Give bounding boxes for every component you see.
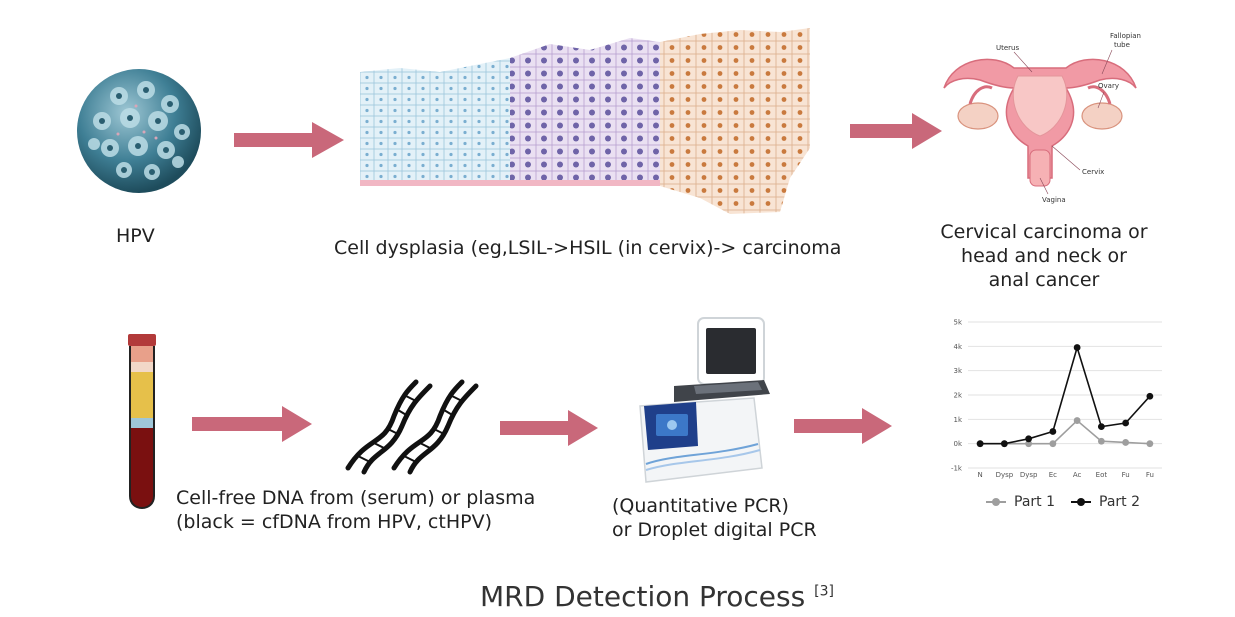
chart-point-series-1 <box>1146 440 1154 448</box>
chart-x-tick-label: Fu <box>1146 471 1154 479</box>
chart-point-series-2 <box>1025 435 1033 443</box>
cell-dysplasia-image <box>360 28 810 214</box>
legend-label-part-2: Part 2 <box>1099 494 1140 510</box>
chart-point-series-2 <box>976 440 984 448</box>
hpv-virus-image <box>77 69 201 193</box>
chart-y-tick-label: 1k <box>953 416 962 424</box>
chart-point-series-2 <box>1073 344 1081 351</box>
pcr-machine-image <box>639 317 770 483</box>
cancer-label-line-2: head and neck or <box>961 245 1127 267</box>
chart-point-series-2 <box>1000 440 1008 448</box>
dna-helix-icon <box>345 379 479 475</box>
organ-label-ovary: Ovary <box>1098 82 1119 90</box>
organ-label-uterus: Uterus <box>996 44 1019 52</box>
pcr-label: (Quantitative PCR) or Droplet digital PC… <box>612 494 817 542</box>
blood-tube-image <box>128 334 156 510</box>
diagram-title: MRD Detection Process [3] <box>480 580 834 613</box>
chart-point-series-1 <box>1122 439 1130 446</box>
arrow-dysplasia-to-cancer <box>850 113 942 149</box>
chart-x-tick-label: Dysp <box>1020 471 1038 479</box>
legend-label-part-1: Part 1 <box>1014 494 1055 510</box>
uterus-image: Uterus Fallopian tube Ovary Cervix Vagin… <box>943 32 1141 204</box>
chart-point-series-1 <box>1049 440 1057 448</box>
chart-x-tick-label: Ac <box>1073 471 1082 479</box>
diagram-title-text: MRD Detection Process <box>480 580 806 613</box>
chart-y-tick-label: 2k <box>953 392 962 400</box>
chart-y-tick-label: 5k <box>953 319 962 327</box>
legend-marker-part-1 <box>986 498 1006 506</box>
cfdna-label: Cell-free DNA from (serum) or plasma (bl… <box>176 486 535 534</box>
chart-x-tick-label: Fu <box>1122 471 1130 479</box>
chart-x-tick-label: N <box>978 471 983 479</box>
arrow-dna-to-pcr <box>500 410 598 446</box>
arrow-blood-to-dna <box>192 406 312 442</box>
chart-point-series-1 <box>1073 417 1081 424</box>
organ-label-cervix: Cervix <box>1082 168 1104 176</box>
chart-legend: Part 1 Part 2 <box>986 494 1140 510</box>
arrow-hpv-to-dysplasia <box>234 122 344 158</box>
organ-label-fallopian-1: Fallopian <box>1110 32 1141 40</box>
organ-label-vagina: Vagina <box>1042 196 1066 204</box>
chart-point-series-2 <box>1146 392 1154 400</box>
chart-point-series-1 <box>1097 437 1105 445</box>
hpv-label: HPV <box>116 225 155 247</box>
cancer-label-line-3: anal cancer <box>988 269 1100 291</box>
chart-y-tick-label: 0k <box>953 440 962 448</box>
dysplasia-label: Cell dysplasia (eg,LSIL->HSIL (in cervix… <box>334 237 842 259</box>
chart-y-tick-label: -1k <box>951 465 963 473</box>
mrd-line-chart: 5k 4k 3k 2k 1k 0k -1kN Dysp Dysp Ec Ac Eot Fu Fu <box>951 319 1162 479</box>
cancer-label-line-1: Cervical carcinoma or <box>940 221 1148 243</box>
chart-point-series-2 <box>1097 423 1105 431</box>
chart-x-tick-label: Dysp <box>996 471 1014 479</box>
organ-label-fallopian-2: tube <box>1114 41 1130 49</box>
diagram-title-reference: [3] <box>814 583 834 600</box>
cfdna-label-line-2: (black = cfDNA from HPV, ctHPV) <box>176 511 492 533</box>
chart-y-tick-label: 3k <box>953 367 962 375</box>
pcr-label-line-2: or Droplet digital PCR <box>612 519 817 541</box>
chart-x-tick-label: Ec <box>1049 471 1057 479</box>
cfdna-label-line-1: Cell-free DNA from (serum) or plasma <box>176 487 536 509</box>
chart-point-series-1 <box>1025 440 1033 448</box>
chart-point-series-2 <box>1049 428 1057 435</box>
pcr-label-line-1: (Quantitative PCR) <box>612 495 789 517</box>
chart-x-tick-label: Eot <box>1096 471 1108 479</box>
arrow-pcr-to-chart <box>794 408 892 444</box>
legend-marker-part-2 <box>1071 498 1091 506</box>
chart-point-series-2 <box>1122 419 1130 427</box>
chart-series-line-2 <box>980 344 1151 445</box>
chart-y-tick-label: 4k <box>953 343 962 351</box>
cancer-label: Cervical carcinoma or head and neck or a… <box>926 220 1162 292</box>
